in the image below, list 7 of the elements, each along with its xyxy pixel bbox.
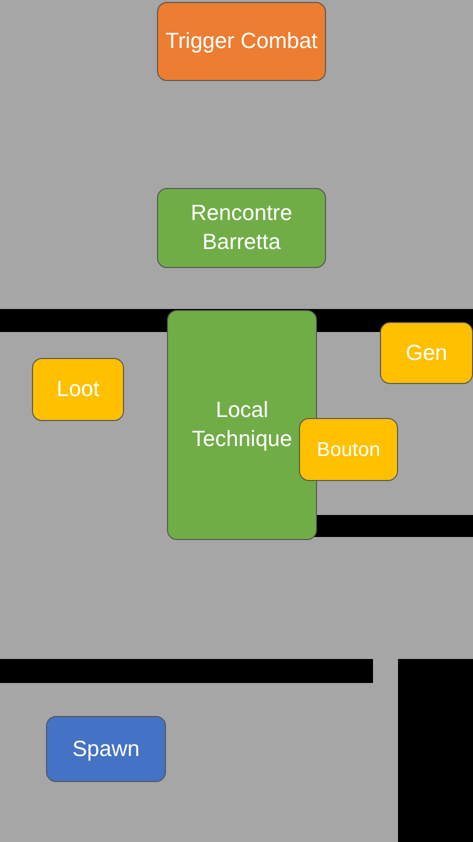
area-box: Gen xyxy=(380,322,473,384)
area-box: Rencontre Barretta xyxy=(157,188,326,268)
area-box: Bouton xyxy=(299,418,398,481)
area-box: Loot xyxy=(32,358,124,421)
area-box: Spawn xyxy=(46,716,166,782)
area-box: Local Technique xyxy=(167,310,317,540)
area-box: Trigger Combat xyxy=(157,2,326,81)
